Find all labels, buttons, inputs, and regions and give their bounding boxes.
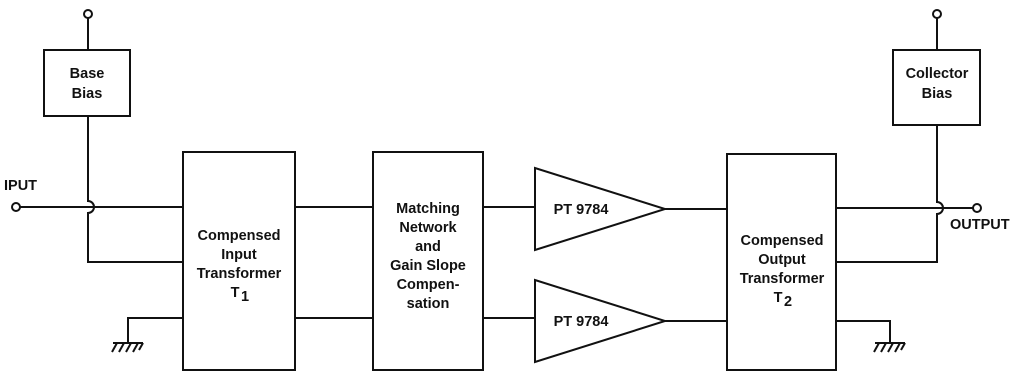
output-terminal: [972, 203, 982, 213]
output-transformer-box: [726, 153, 837, 371]
output-transformer-line4: T: [774, 290, 783, 306]
output-transformer-block: Compensed Output Transformer T 2: [726, 153, 837, 371]
input-transformer-line1: Compensed: [198, 228, 281, 244]
collector-bias-box: [892, 49, 981, 126]
collector-bias-terminal: [932, 9, 942, 19]
ground-right: [836, 320, 906, 353]
input-port: IPUT: [4, 178, 183, 212]
amplifier-bottom-label: PT 9784: [554, 314, 609, 330]
matching-network-line6: sation: [407, 296, 450, 312]
output-port: OUTPUT: [836, 203, 1010, 233]
input-transformer-box: [182, 151, 296, 371]
collector-bias-block: Collector Bias: [892, 9, 981, 126]
output-transformer-line3: Transformer: [740, 271, 825, 287]
matching-network-box: [372, 151, 484, 371]
input-transformer-line3: Transformer: [197, 266, 282, 282]
matching-network-line4: Gain Slope: [390, 258, 466, 274]
input-transformer-line2: Input: [221, 247, 257, 263]
amplifier-bottom: PT 9784: [534, 278, 669, 364]
base-bias-terminal: [83, 9, 93, 19]
input-label: IPUT: [4, 178, 37, 194]
input-transformer-block: Compensed Input Transformer T 1: [182, 151, 296, 371]
base-bias-box: [43, 49, 131, 117]
output-transformer-line2: Output: [758, 252, 806, 268]
output-transformer-subscript: 2: [784, 294, 792, 310]
collector-bias-label-line1: Collector: [906, 66, 969, 82]
matching-network-line1: Matching: [396, 201, 460, 217]
amplifier-top: PT 9784: [534, 166, 669, 252]
base-bias-feed-wire: [87, 116, 183, 263]
amplifier-bottom-triangle: [534, 278, 669, 364]
base-bias-block: Base Bias: [43, 9, 131, 117]
matching-network-block: Matching Network and Gain Slope Compen- …: [372, 151, 484, 371]
collector-bias-feed-wire: [836, 125, 944, 263]
ground-left: [111, 317, 183, 353]
ground-left-wire: [127, 317, 183, 343]
matching-network-line5: Compen-: [397, 277, 460, 293]
ground-right-wire: [836, 320, 891, 343]
matching-network-line2: Network: [399, 220, 457, 236]
ground-right-hatch: [873, 342, 906, 353]
base-bias-label-line1: Base: [70, 66, 105, 82]
matching-network-line3: and: [415, 239, 441, 255]
input-transformer-line4: T: [231, 285, 240, 301]
ground-left-hatch: [111, 342, 144, 353]
output-label: OUTPUT: [950, 217, 1010, 233]
collector-bias-label-line2: Bias: [922, 86, 953, 102]
amplifier-top-label: PT 9784: [554, 202, 609, 218]
output-transformer-line1: Compensed: [741, 233, 824, 249]
amplifier-top-triangle: [534, 166, 669, 252]
base-bias-label-line2: Bias: [72, 86, 103, 102]
input-transformer-subscript: 1: [241, 289, 249, 305]
input-terminal: [11, 202, 21, 212]
